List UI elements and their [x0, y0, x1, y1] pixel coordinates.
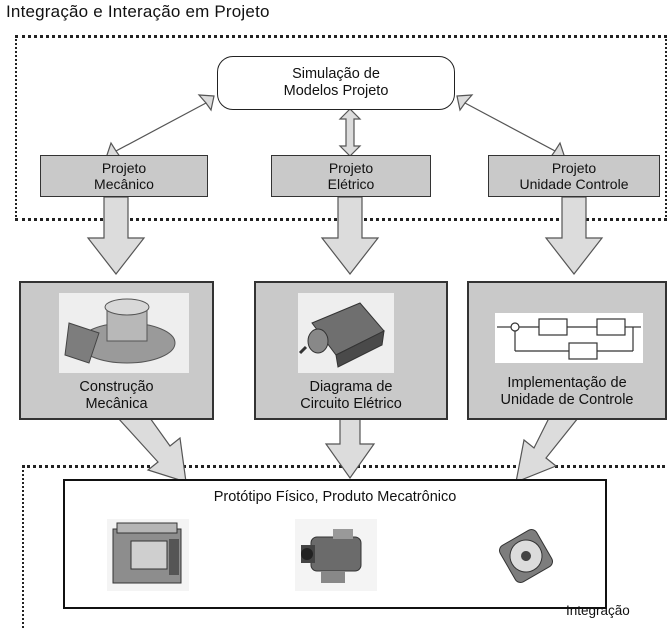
- prototype-box: Protótipo Físico, Produto Mecatrônico: [63, 479, 607, 609]
- control-implementation-box: Implementação de Unidade de Controle: [467, 281, 667, 420]
- simulation-line2: Modelos Projeto: [283, 83, 389, 99]
- circuit-diagram-line1: Diagrama de: [309, 379, 393, 395]
- mechanical-construction-line2: Mecânica: [85, 396, 148, 412]
- control-design-box: Projeto Unidade Controle: [488, 155, 660, 197]
- mechanical-construction-line1: Construção: [79, 379, 154, 395]
- control-block-diagram: [495, 313, 643, 363]
- camcorder-image: [295, 519, 377, 591]
- electric-motor-image: [298, 293, 394, 373]
- integration-label: Integração: [566, 603, 630, 618]
- mechanical-construction-box: Construção Mecânica: [19, 281, 214, 420]
- circuit-diagram-box: Diagrama de Circuito Elétrico: [254, 281, 448, 420]
- mechanical-part-image: [59, 293, 189, 373]
- electrical-design-line2: Elétrico: [327, 176, 375, 192]
- control-implementation-line1: Implementação de: [507, 375, 627, 391]
- machine-tool-image: [107, 519, 189, 591]
- prototype-title: Protótipo Físico, Produto Mecatrônico: [213, 489, 457, 505]
- cooling-fan-image: [493, 523, 559, 589]
- double-arrow-sim-mech: [105, 94, 215, 159]
- diag-arrow-right: [515, 403, 579, 483]
- control-implementation-line2: Unidade de Controle: [500, 392, 634, 408]
- control-design-line2: Unidade Controle: [519, 176, 629, 192]
- circuit-diagram-line2: Circuito Elétrico: [300, 396, 402, 412]
- down-arrow-elec: [320, 196, 380, 275]
- mechanical-design-line2: Mecânico: [94, 176, 154, 192]
- double-arrow-sim-ctrl: [456, 94, 566, 159]
- control-design-line1: Projeto: [551, 160, 597, 176]
- down-arrow-ctrl: [544, 196, 604, 275]
- down-arrow-center: [324, 417, 376, 480]
- down-arrow-mech: [86, 196, 146, 275]
- mechanical-design-box: Projeto Mecânico: [40, 155, 208, 197]
- simulation-line1: Simulação de: [292, 66, 380, 82]
- electrical-design-box: Projeto Elétrico: [271, 155, 431, 197]
- diagram-title: Integração e Interação em Projeto: [6, 2, 270, 21]
- double-arrow-sim-elec: [338, 108, 362, 157]
- electrical-design-line1: Projeto: [328, 160, 374, 176]
- simulation-box: Simulação de Modelos Projeto: [217, 56, 455, 110]
- mechanical-design-line1: Projeto: [101, 160, 147, 176]
